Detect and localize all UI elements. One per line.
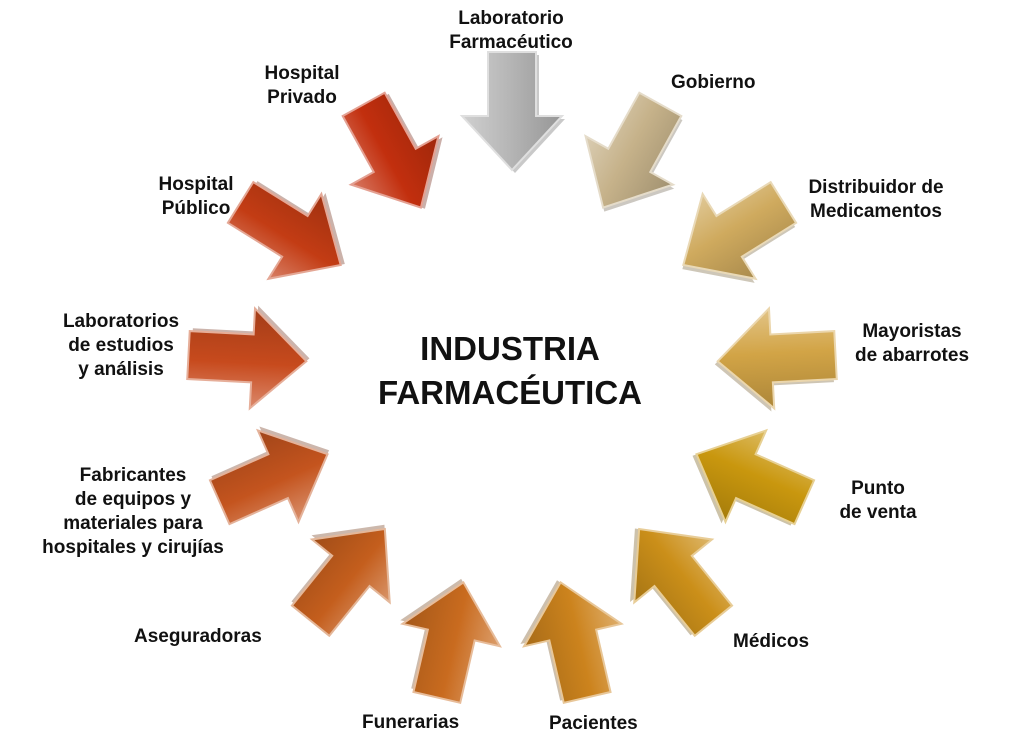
label-punto-de-venta: Punto de venta	[839, 478, 917, 523]
arrow-aseguradoras	[290, 524, 391, 638]
label-aseguradoras: Aseguradoras	[134, 626, 262, 647]
arrow-hospital-privado	[341, 91, 443, 209]
arrow-gobierno	[584, 91, 683, 212]
arrow-mayoristas-de-abarrotes	[714, 306, 838, 412]
label-mayoristas-de-abarrotes: Mayoristas de abarrotes	[854, 321, 970, 366]
label-gobierno: Gobierno	[671, 72, 756, 93]
label-funerarias: Funerarias	[362, 712, 460, 733]
label-pacientes: Pacientes	[549, 713, 638, 734]
arrow-laboratorios-de-estudios	[186, 305, 310, 411]
center-title: INDUSTRIA FARMACÉUTICA	[378, 330, 642, 411]
arrow-laboratorio-farmaceutico	[459, 51, 565, 173]
arrow-punto-de-venta	[692, 428, 816, 526]
arrow-distribuidor-de-medicamentos	[682, 180, 798, 283]
arrow-medicos	[630, 527, 734, 638]
label-laboratorio-farmaceutico: Laboratorio Farmacéutico	[449, 8, 573, 53]
label-hospital-publico: Hospital Público	[158, 174, 234, 219]
arrow-funerarias	[400, 578, 502, 705]
label-distribuidor-de-medicamentos: Distribuidor de Medicamentos	[808, 177, 944, 222]
label-medicos: Médicos	[733, 631, 810, 652]
arrow-fabricantes-de-equipos	[208, 426, 330, 526]
arrow-hospital-publico	[226, 180, 345, 281]
label-fabricantes-de-equipos: Fabricantes de equipos y materiales para…	[42, 465, 224, 558]
label-laboratorios-de-estudios: Laboratorios de estudios y análisis	[62, 311, 180, 380]
arrow-pacientes	[520, 580, 624, 705]
label-hospital-privado: Hospital Privado	[264, 63, 340, 108]
